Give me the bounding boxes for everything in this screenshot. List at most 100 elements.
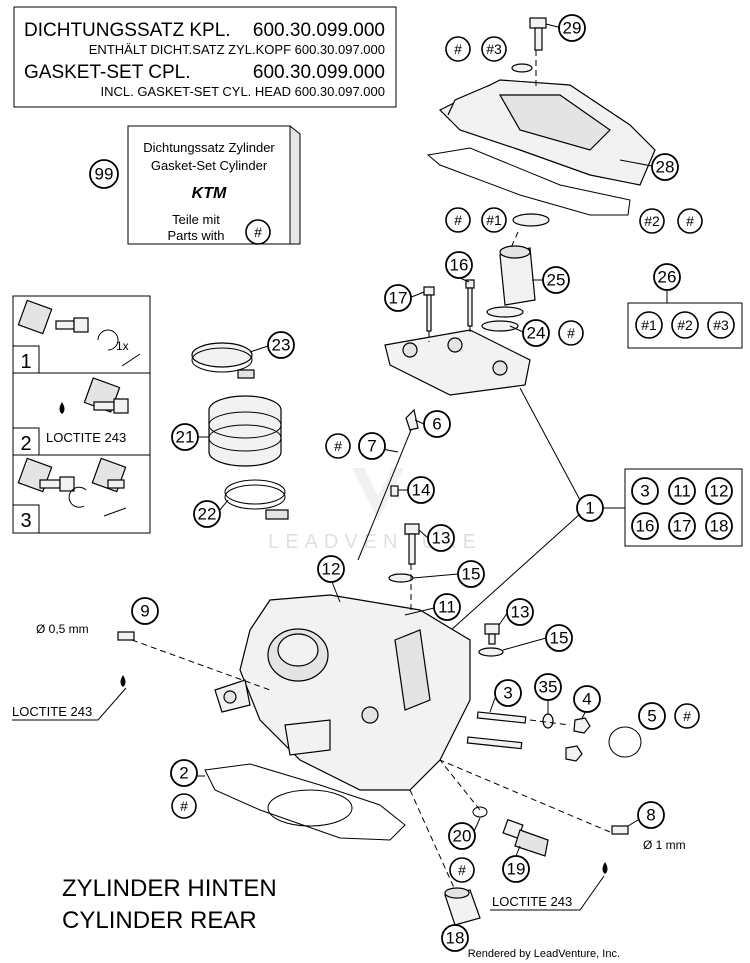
hash-28-c: #2 xyxy=(639,208,665,234)
callout-28: 28 xyxy=(651,153,679,181)
part-35-washer xyxy=(542,713,554,729)
callout-16: 16 xyxy=(445,251,473,279)
hash-29-b: #3 xyxy=(481,36,507,62)
svg-text:22: 22 xyxy=(198,505,217,524)
svg-text:17: 17 xyxy=(389,289,408,308)
header-line1-number: 600.30.099.000 xyxy=(253,20,385,41)
step-1-number: 1 xyxy=(20,351,31,373)
callout-25: 25 xyxy=(542,266,570,294)
callout-19: 19 xyxy=(502,855,530,883)
hash-29-a: # xyxy=(445,36,471,62)
svg-text:18: 18 xyxy=(446,929,465,948)
callout-11: 11 xyxy=(433,593,461,621)
part-13-bolt-right xyxy=(484,623,500,645)
part-28-valve-cover xyxy=(426,79,656,216)
steps-panel: 1 1x 2 LOCTITE 243 3 xyxy=(12,295,151,534)
part-25-spark-plug-tube xyxy=(499,245,536,306)
part-18-plug xyxy=(444,887,481,926)
part-camshaft-bridge xyxy=(384,329,531,396)
svg-text:28: 28 xyxy=(656,158,675,177)
svg-text:13: 13 xyxy=(432,529,451,548)
svg-text:24: 24 xyxy=(527,324,546,343)
header-line4: INCL. GASKET-SET CYL. HEAD 600.30.097.00… xyxy=(101,84,385,99)
svg-text:12: 12 xyxy=(710,482,729,501)
ktm-logo: KTM xyxy=(192,185,227,202)
part-15-washer-top xyxy=(388,573,414,583)
svg-text:19: 19 xyxy=(507,860,526,879)
svg-text:#: # xyxy=(180,798,188,814)
svg-text:#: # xyxy=(458,862,466,878)
part-2-head-gasket xyxy=(204,763,406,841)
svg-text:18: 18 xyxy=(710,517,729,536)
callout-2: 2 xyxy=(170,759,198,787)
hash-28-d: # xyxy=(677,208,703,234)
card-line1: Dichtungssatz Zylinder xyxy=(143,140,275,155)
part-22-hose-clamp xyxy=(224,479,289,520)
step-3-number: 3 xyxy=(20,510,31,532)
callout-26: 26 xyxy=(653,263,681,291)
note-diameter-right: Ø 1 mm xyxy=(643,838,686,852)
svg-text:#1: #1 xyxy=(486,212,502,228)
part-29-bolt xyxy=(511,17,547,73)
callout-6: 6 xyxy=(423,410,451,438)
step-2-note: LOCTITE 243 xyxy=(46,430,126,445)
svg-text:13: 13 xyxy=(511,603,530,622)
svg-text:4: 4 xyxy=(582,690,591,709)
part-6-valve xyxy=(357,408,419,561)
svg-text:23: 23 xyxy=(272,336,291,355)
callout-8: 8 xyxy=(637,801,665,829)
callout-22: 22 xyxy=(193,500,221,528)
svg-text:11: 11 xyxy=(438,598,456,617)
svg-text:#: # xyxy=(254,224,262,240)
callout-15-right: 15 xyxy=(545,624,573,652)
header-line2: ENTHÄLT DICHT.SATZ ZYL.KOPF 600.30.097.0… xyxy=(89,42,385,57)
svg-text:16: 16 xyxy=(450,256,469,275)
part-17-screw xyxy=(423,286,435,332)
callout-1: 1 xyxy=(576,494,604,522)
title-line2: CYLINDER REAR xyxy=(62,907,257,934)
callout-5: 5 xyxy=(638,702,666,730)
part-24-oring-bottom xyxy=(481,320,519,332)
svg-text:8: 8 xyxy=(646,806,655,825)
hash-2: # xyxy=(171,793,197,819)
group-1-item-18: 18 xyxy=(705,512,733,540)
hash-28-a: #1 xyxy=(481,207,507,233)
note-loctite-right: LOCTITE 243 xyxy=(492,894,572,909)
part-14-cotter xyxy=(390,485,399,497)
hash-20: # xyxy=(449,857,475,883)
step-1-note: 1x xyxy=(116,339,129,353)
svg-text:15: 15 xyxy=(550,629,569,648)
callout-17: 17 xyxy=(384,284,412,312)
part-8-screw xyxy=(602,825,629,874)
group-1-item-17: 17 xyxy=(668,512,696,540)
title-line1: ZYLINDER HINTEN xyxy=(62,875,277,902)
part-15-washer-right xyxy=(478,647,504,657)
group-1: 3 11 12 16 17 18 xyxy=(603,468,743,547)
part-cylinder-head xyxy=(214,594,471,791)
card-line2: Gasket-Set Cylinder xyxy=(151,158,268,173)
svg-text:#: # xyxy=(454,41,462,57)
callout-29: 29 xyxy=(558,14,586,42)
svg-text:#: # xyxy=(334,438,342,454)
callout-4: 4 xyxy=(573,685,601,713)
group-26: #1 #2 #3 xyxy=(627,289,743,349)
part-4-nuts xyxy=(565,717,591,762)
header-line3-label: GASKET-SET CPL. xyxy=(24,62,190,83)
group-26-item-3: #3 xyxy=(707,311,735,339)
svg-text:#: # xyxy=(683,708,691,724)
part-3-studs xyxy=(466,711,527,750)
svg-text:16: 16 xyxy=(636,517,655,536)
card-hash-badge: # xyxy=(245,219,271,245)
watermark: LEADVENTURE xyxy=(268,468,476,553)
gasket-set-card: Dichtungssatz Zylinder Gasket-Set Cylind… xyxy=(127,125,301,245)
part-21-intake-boot xyxy=(208,395,282,467)
svg-text:3: 3 xyxy=(640,482,649,501)
card-line4: Parts with xyxy=(167,228,224,243)
group-1-item-16: 16 xyxy=(631,512,659,540)
svg-text:35: 35 xyxy=(539,678,558,697)
svg-text:#: # xyxy=(454,212,462,228)
group-1-item-3: 3 xyxy=(631,477,659,505)
part-13-bolt-top xyxy=(404,523,420,565)
header-line1-label: DICHTUNGSSATZ KPL. xyxy=(24,20,231,41)
